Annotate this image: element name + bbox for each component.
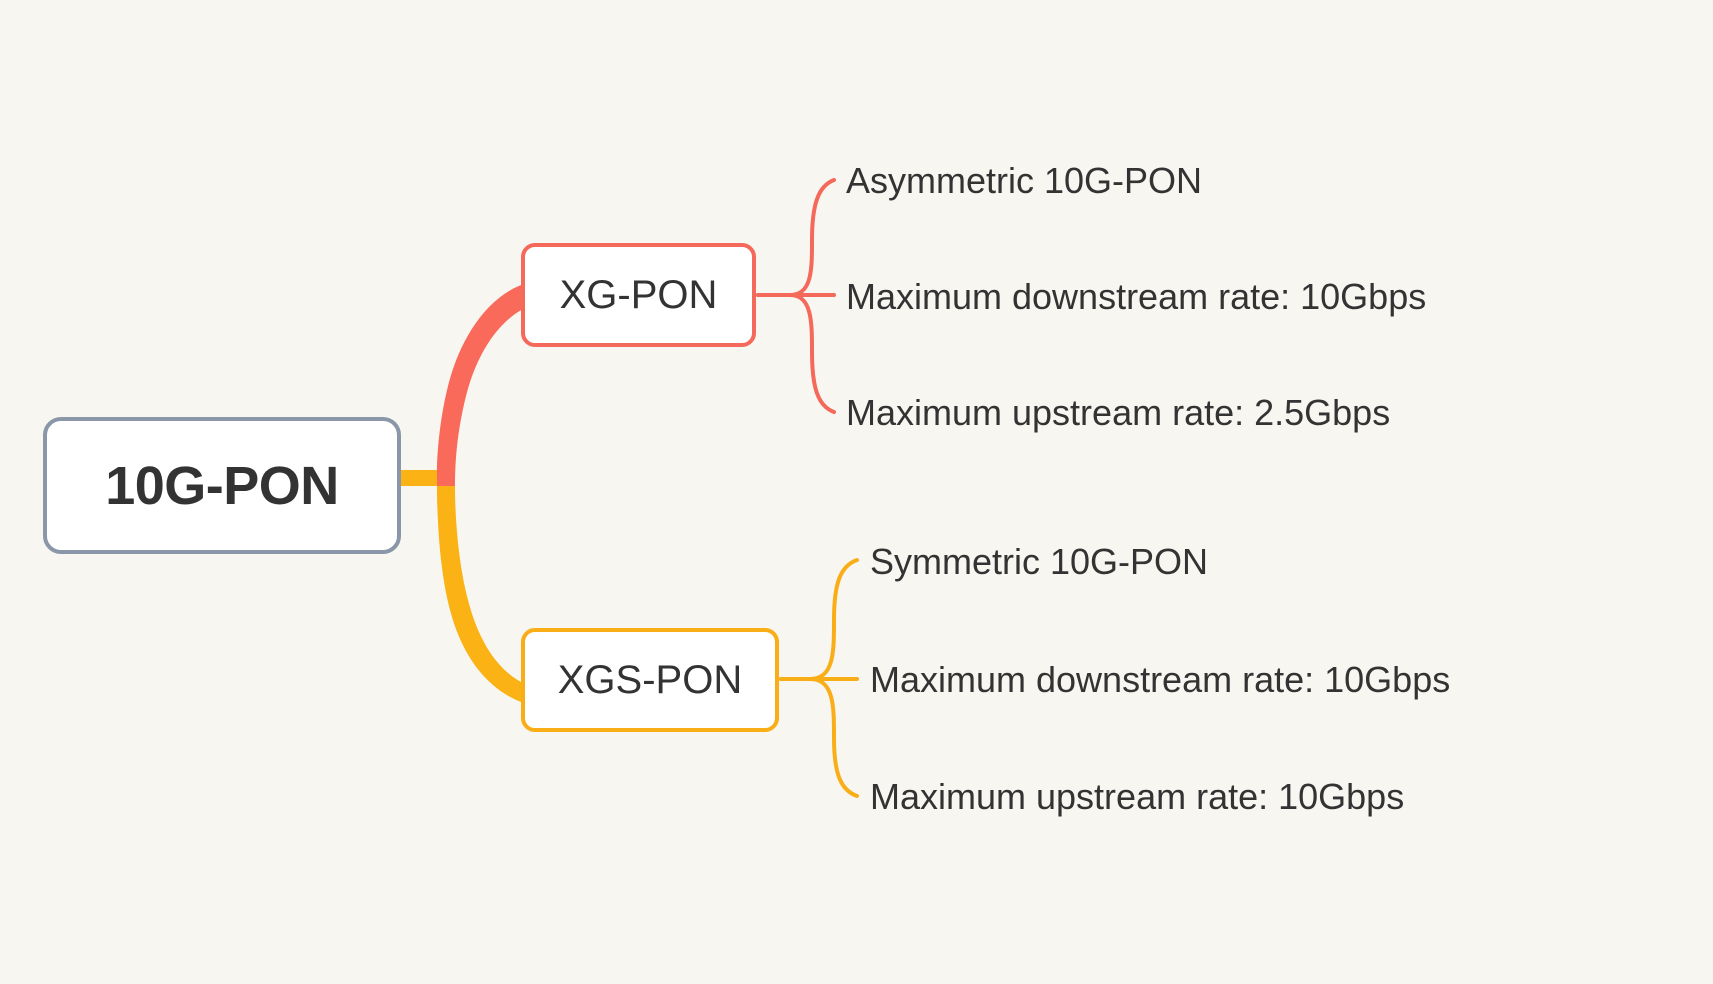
leaf-xg-pon-upstream[interactable]: Maximum upstream rate: 2.5Gbps: [846, 392, 1391, 433]
node-root-label: 10G-PON: [105, 455, 339, 516]
leaf-edge-xgpon-3: [756, 293, 836, 414]
trunk-edge-xgpon-thick: [437, 293, 525, 486]
node-branch-xg-pon[interactable]: XG-PON: [521, 243, 756, 347]
node-root[interactable]: 10G-PON: [43, 417, 401, 554]
leaf-xgs-pon-downstream[interactable]: Maximum downstream rate: 10Gbps: [870, 659, 1451, 700]
leaf-xgs-pon-upstream[interactable]: Maximum upstream rate: 10Gbps: [870, 776, 1405, 817]
leaf-edge-xgspon-3: [779, 677, 859, 798]
node-branch-xgs-pon-label: XGS-PON: [557, 657, 743, 702]
leaf-xg-pon-asymmetric[interactable]: Asymmetric 10G-PON: [846, 160, 1203, 201]
leaf-xg-pon-downstream[interactable]: Maximum downstream rate: 10Gbps: [846, 276, 1427, 317]
node-branch-xg-pon-label: XG-PON: [559, 272, 718, 317]
node-branch-xgs-pon[interactable]: XGS-PON: [521, 628, 779, 732]
trunk-edge-xgpon: [401, 285, 521, 486]
leaf-xgs-pon-symmetric[interactable]: Symmetric 10G-PON: [870, 541, 1209, 582]
trunk-edge-xgspon: [401, 470, 521, 702]
leaf-edge-xgpon-1: [756, 178, 836, 297]
leaf-edge-xgspon-1: [779, 558, 859, 681]
trunk-edge-xgspon-thick: [437, 486, 525, 694]
